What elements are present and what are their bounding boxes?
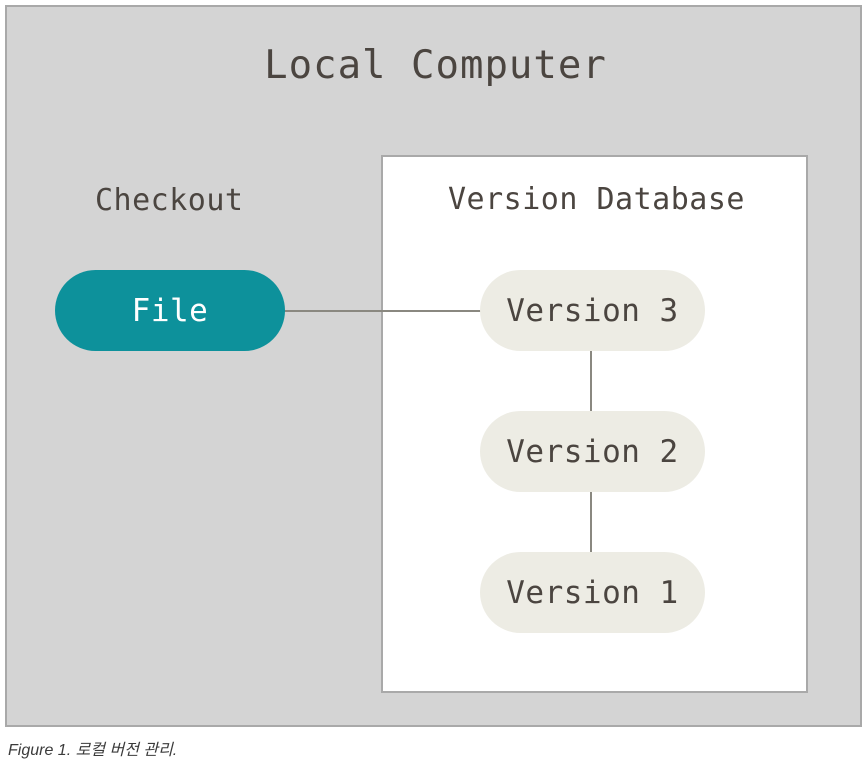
checkout-label: Checkout	[95, 183, 244, 218]
version-node-1[interactable]: Version 1	[480, 552, 705, 633]
version-node-label: Version 2	[506, 433, 679, 470]
version-node-label: Version 1	[506, 574, 679, 611]
figure-caption: Figure 1. 로컬 버전 관리.	[8, 742, 178, 759]
version-node-2[interactable]: Version 2	[480, 411, 705, 492]
version-database-title: Version Database	[448, 182, 745, 217]
version-node-3[interactable]: Version 3	[480, 270, 705, 351]
file-node[interactable]: File	[55, 270, 285, 351]
connector-version-2-to-version-1	[590, 489, 592, 555]
connector-file-to-version-3	[282, 310, 484, 312]
file-node-label: File	[131, 292, 209, 329]
version-node-label: Version 3	[506, 292, 679, 329]
connector-version-3-to-version-2	[590, 348, 592, 414]
local-computer-title: Local Computer	[264, 43, 607, 88]
